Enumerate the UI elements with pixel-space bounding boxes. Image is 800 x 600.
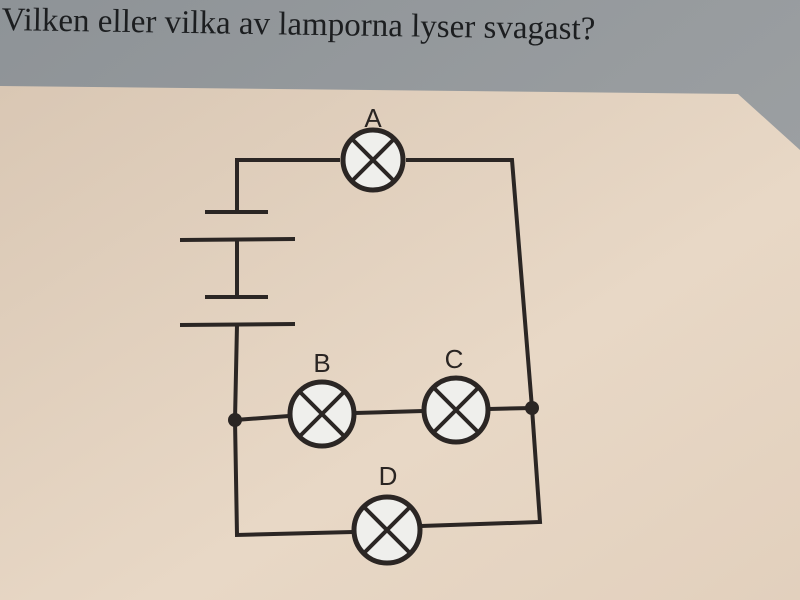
lamp-cross-icon xyxy=(432,386,480,434)
lamp-label-c: C xyxy=(445,344,464,374)
lamp-cross-icon xyxy=(350,137,396,183)
lamp-cross-icon xyxy=(298,390,346,438)
junction-right xyxy=(525,401,539,415)
junction-left xyxy=(228,413,242,427)
lamp-cross-icon xyxy=(362,505,412,555)
lamp-d xyxy=(351,494,423,566)
lamp-label-a: A xyxy=(364,103,382,133)
lamp-a xyxy=(340,127,406,193)
battery-plate-long xyxy=(179,237,296,242)
battery xyxy=(179,210,296,327)
lamp-label-b: B xyxy=(313,348,330,378)
battery-plate-long xyxy=(179,322,296,327)
lamp-b xyxy=(287,379,357,449)
diagram-panel xyxy=(0,86,800,600)
lamp-label-d: D xyxy=(379,461,398,491)
lamp-c xyxy=(421,375,491,445)
